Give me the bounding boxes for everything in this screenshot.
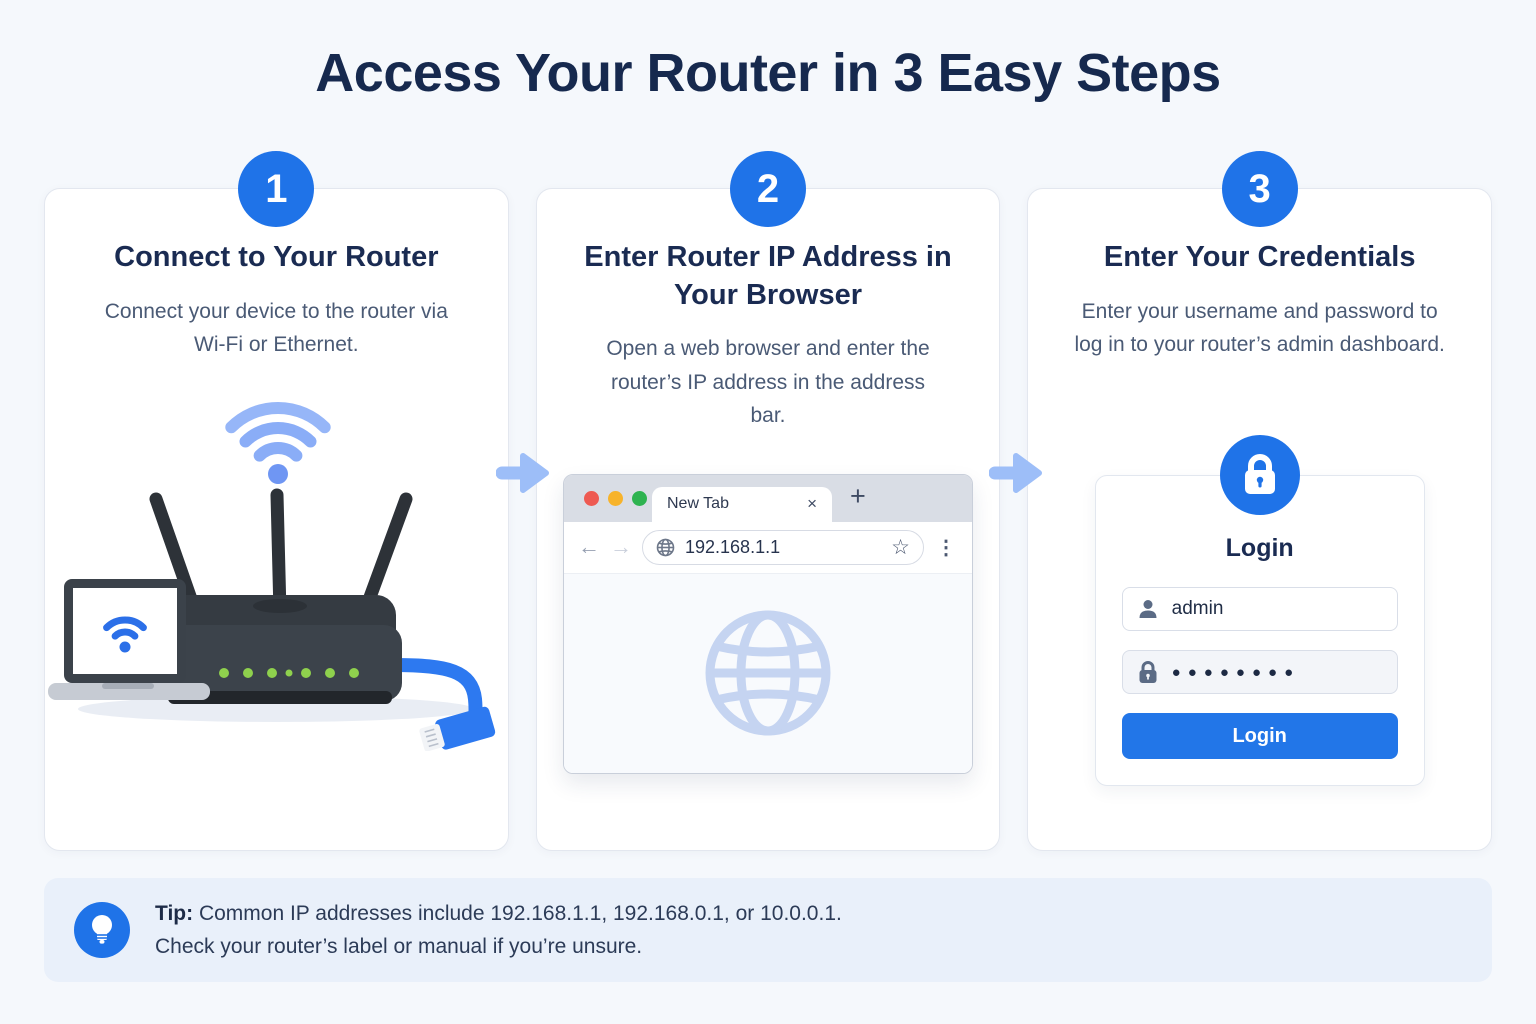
username-field[interactable]: admin: [1121, 587, 1398, 632]
password-mask: ●●●●●●●●: [1171, 663, 1301, 681]
step-3-description: Enter your username and password to log …: [1074, 299, 1445, 356]
lock-icon: [1244, 454, 1275, 495]
address-bar[interactable]: 192.168.1.1 ☆: [642, 529, 924, 565]
lightbulb-icon: [92, 915, 112, 944]
new-tab-button[interactable]: +: [850, 480, 866, 511]
login-button[interactable]: Login: [1121, 713, 1398, 760]
tab-close-icon[interactable]: ×: [807, 494, 817, 514]
tip-label: Tip:: [155, 902, 194, 925]
laptop-wifi-icon: [103, 616, 148, 653]
globe-watermark-icon: [705, 610, 831, 736]
bookmark-star-icon[interactable]: ☆: [891, 535, 910, 559]
step-card-2: 2 Enter Router IP Address in Your Browse…: [535, 151, 1001, 851]
username-value: admin: [1171, 598, 1224, 620]
step-1-number-badge: 1: [238, 151, 315, 227]
login-form-mockup: Login admin ●●●●●●●●: [1094, 435, 1425, 787]
tip-line-2: Check your router’s label or manual if y…: [155, 935, 643, 959]
browser-tab-title: New Tab: [667, 495, 729, 513]
login-heading: Login: [1225, 534, 1294, 563]
login-panel: Login admin ●●●●●●●●: [1094, 475, 1425, 787]
tip-text: Tip: Common IP addresses include 192.168…: [155, 897, 842, 963]
router-illustration: [149, 488, 413, 705]
globe-icon: [656, 538, 675, 557]
lock-badge: [1219, 435, 1300, 516]
back-icon[interactable]: ←: [578, 534, 600, 560]
page-title: Access Your Router in 3 Easy Steps: [315, 43, 1221, 103]
router-led-lights: [219, 668, 360, 679]
browser-tab[interactable]: New Tab ×: [652, 486, 832, 522]
password-lock-icon: [1139, 661, 1157, 684]
laptop-illustration: [48, 579, 211, 701]
forward-icon[interactable]: →: [610, 534, 632, 560]
step-card-3: 3 Enter Your Credentials Enter your user…: [1027, 151, 1493, 851]
user-icon: [1139, 600, 1157, 619]
window-traffic-lights: [584, 490, 647, 506]
close-window-icon[interactable]: [584, 490, 599, 506]
ethernet-cable: [387, 658, 496, 752]
minimize-window-icon[interactable]: [608, 490, 623, 506]
step-3-title: Enter Your Credentials: [1103, 241, 1416, 273]
wifi-signal-icon: [225, 401, 332, 485]
step-2-description: Open a web browser and enter the router’…: [606, 337, 930, 427]
browser-window-mockup: New Tab × + ← → 192.168.1.1: [563, 473, 973, 774]
step1-to-step2-arrow-icon: [496, 453, 549, 493]
step-card-1: 1 Connect to Your Router Connect your de…: [44, 151, 509, 851]
step-2-title: Enter Router IP Address in Your Browser: [584, 241, 952, 311]
browser-titlebar: New Tab × +: [564, 474, 972, 522]
step-1-title: Connect to Your Router: [114, 241, 439, 273]
maximize-window-icon[interactable]: [632, 490, 647, 506]
browser-content-area: [564, 573, 972, 773]
tip-bar: Tip: Common IP addresses include 192.168…: [44, 878, 1492, 983]
step-1-description: Connect your device to the router via Wi…: [104, 299, 448, 356]
router-connection-illustration: [48, 401, 496, 752]
browser-toolbar: ← → 192.168.1.1 ☆ ⋮: [564, 521, 972, 574]
step2-to-step3-arrow-icon: [989, 453, 1042, 493]
steps-row: 1 Connect to Your Router Connect your de…: [44, 151, 1493, 851]
url-text: 192.168.1.1: [685, 536, 781, 557]
tip-line1-text: Common IP addresses include 192.168.1.1,…: [198, 902, 842, 925]
tip-line-1: Tip: Common IP addresses include 192.168…: [155, 897, 842, 930]
password-field[interactable]: ●●●●●●●●: [1121, 650, 1398, 695]
step-2-number-badge: 2: [730, 151, 806, 227]
tip-badge: [74, 902, 130, 959]
browser-menu-icon[interactable]: ⋮: [936, 536, 956, 559]
step-3-number-badge: 3: [1221, 151, 1298, 227]
